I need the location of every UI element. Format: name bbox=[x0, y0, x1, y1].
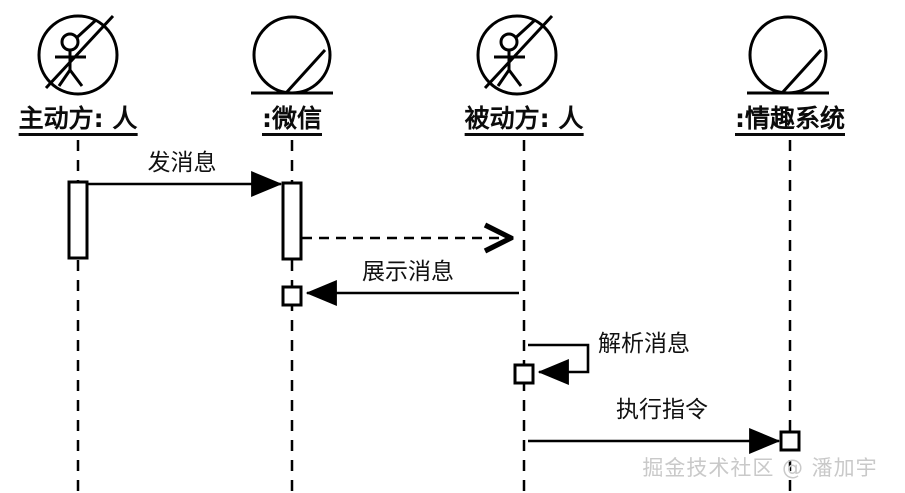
activation-bar bbox=[67, 180, 89, 260]
lifeline-label-actor-passive: 被动方: 人 bbox=[464, 106, 584, 136]
message-arrow-parse-self bbox=[528, 343, 590, 385]
actor-stick-figure-icon bbox=[37, 14, 119, 96]
lifeline-label-pleasure-system: :情趣系统 bbox=[735, 106, 845, 136]
activation-bar bbox=[513, 363, 535, 385]
system-circle-icon bbox=[251, 15, 333, 95]
activation-bar bbox=[281, 285, 303, 307]
activation-bar bbox=[779, 430, 801, 452]
message-label-send: 发消息 bbox=[147, 150, 217, 176]
message-label-display: 展示消息 bbox=[362, 259, 454, 285]
system-circle-icon bbox=[747, 15, 829, 95]
lifeline-label-wechat: :微信 bbox=[262, 106, 322, 136]
watermark: 掘金技术社区 @ 潘加宇 bbox=[642, 456, 878, 480]
message-label-execute: 执行指令 bbox=[616, 397, 708, 423]
message-label-parse: 解析消息 bbox=[598, 331, 690, 357]
lifeline-label-actor-active: 主动方: 人 bbox=[18, 106, 138, 136]
actor-stick-figure-icon bbox=[476, 14, 558, 96]
activation-bar bbox=[281, 181, 303, 261]
